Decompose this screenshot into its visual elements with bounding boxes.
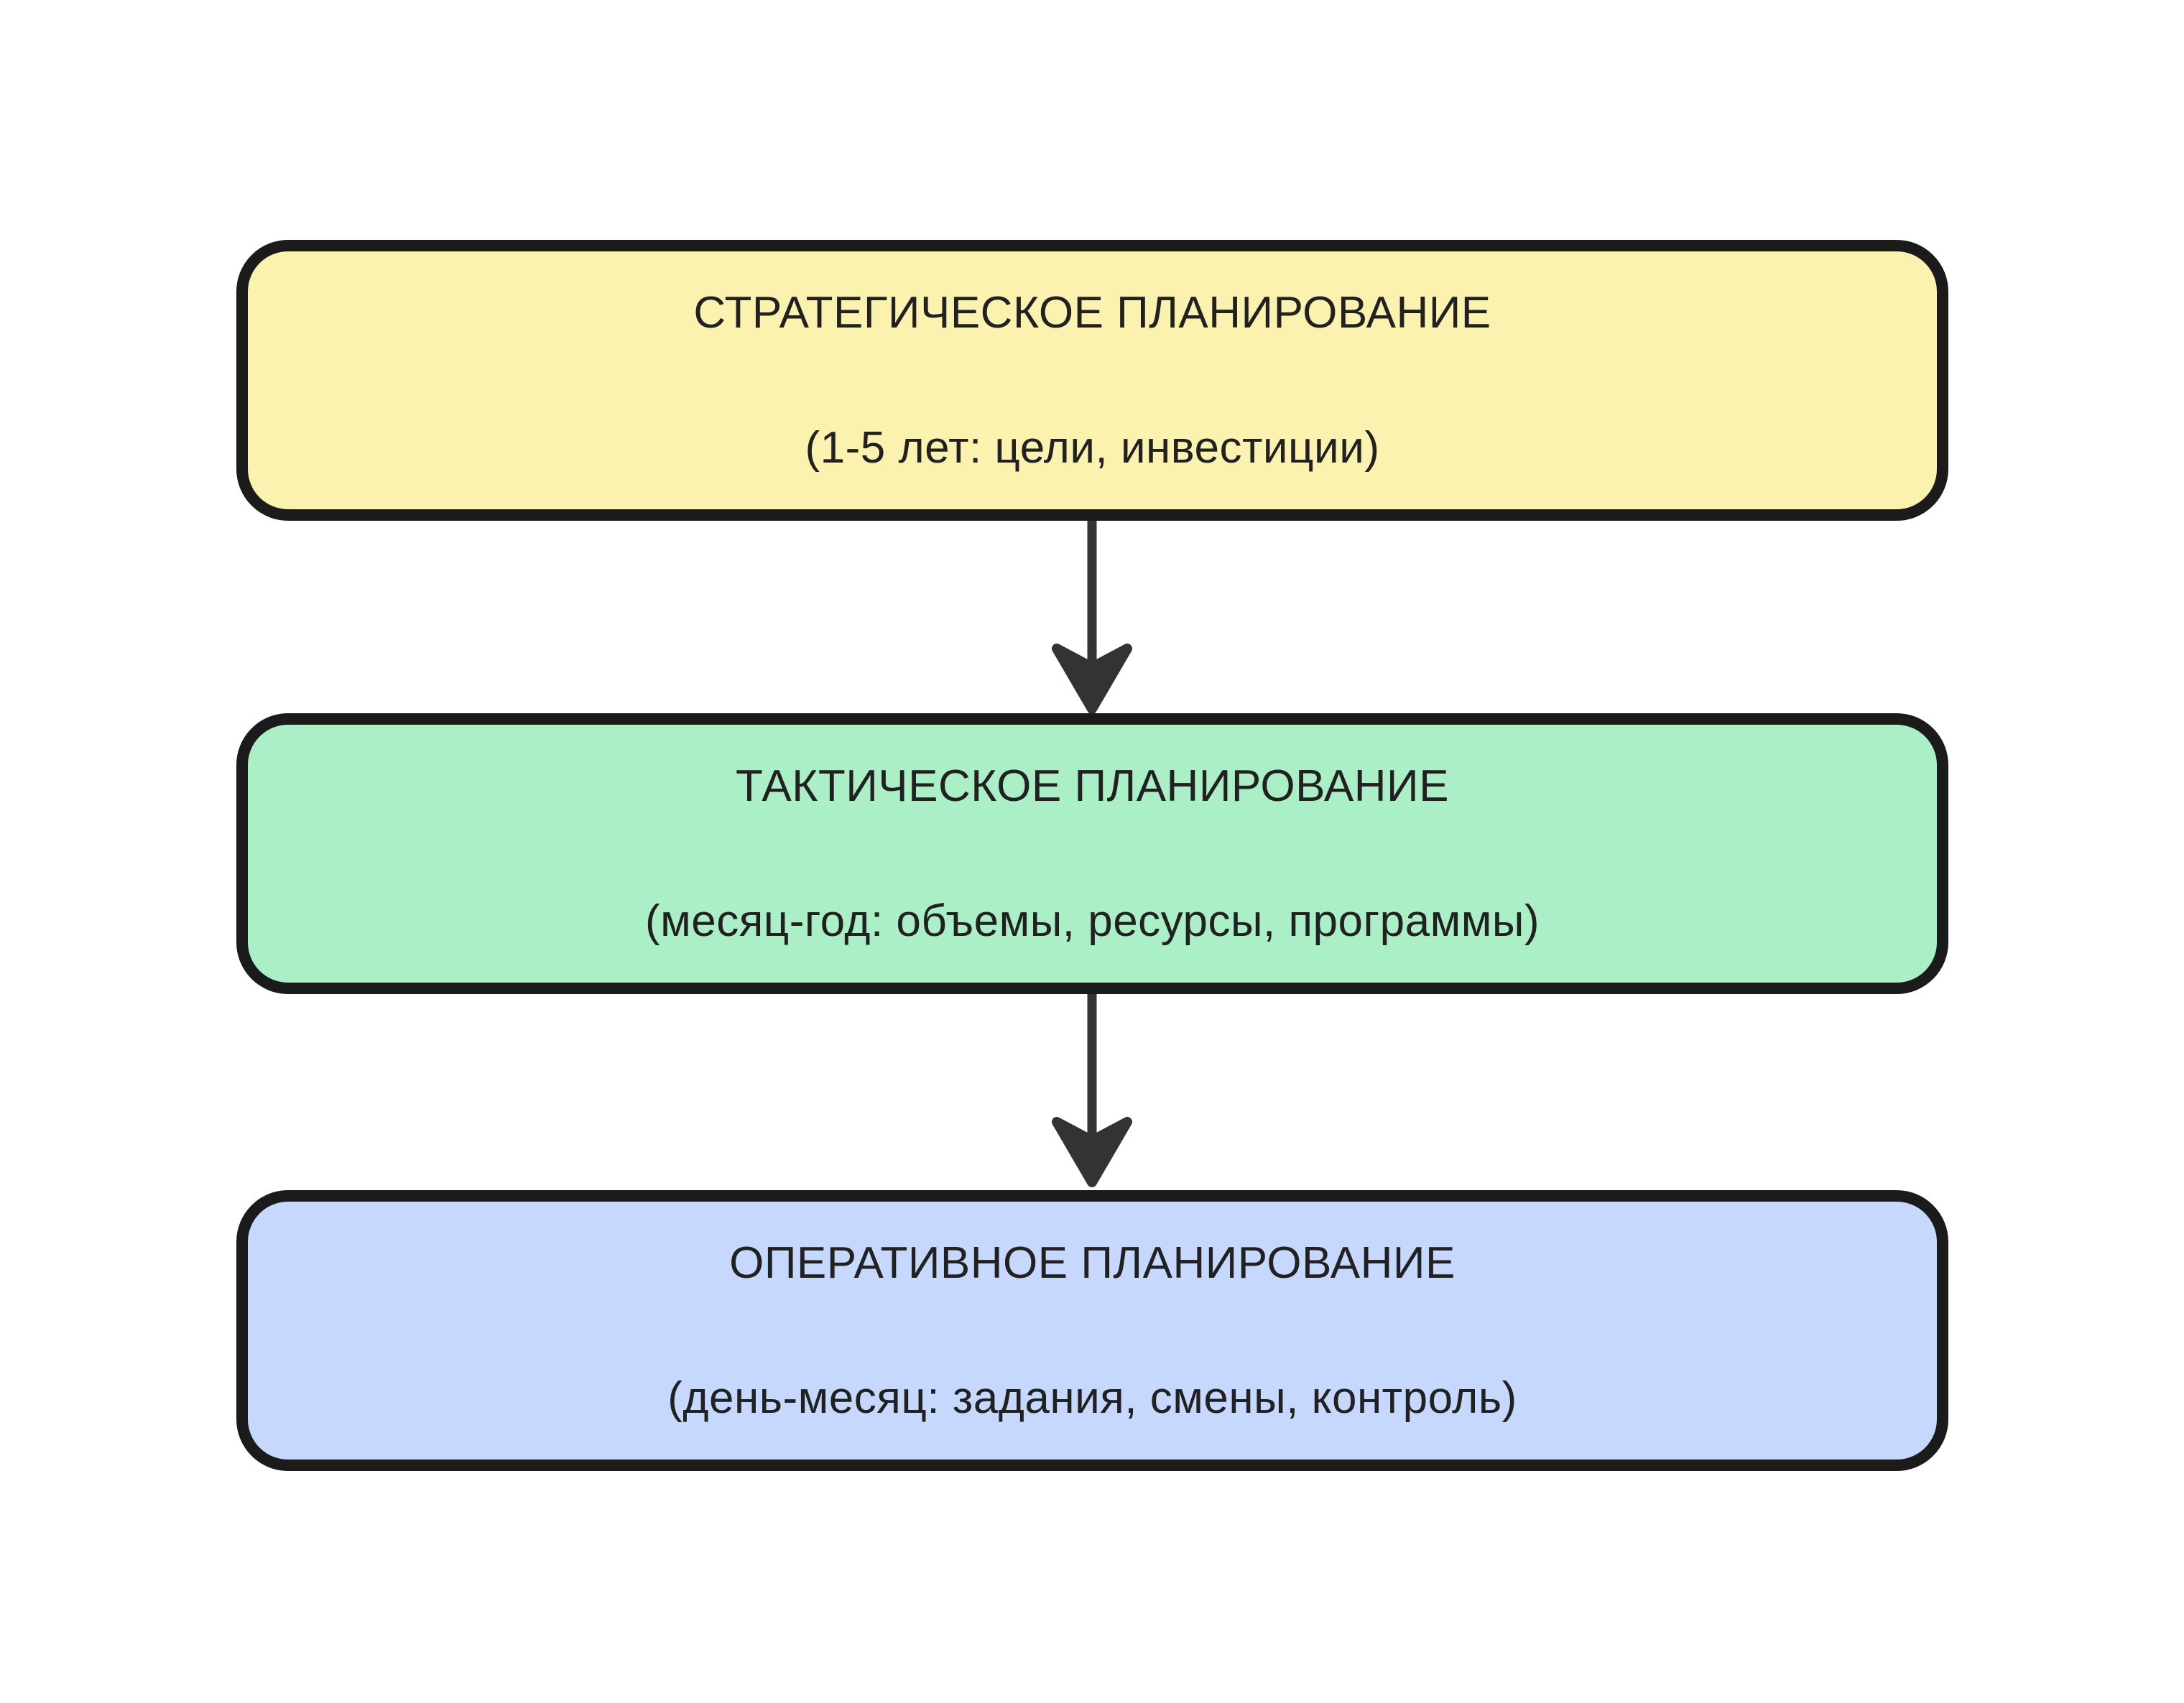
node-tactical-subtitle: (месяц-год: объемы, ресурсы, программы) [644,896,1540,946]
arrow-down-icon [1052,994,1132,1187]
node-operational-planning: ОПЕРАТИВНОЕ ПЛАНИРОВАНИЕ (день-месяц: за… [236,1190,1948,1471]
node-strategic-subtitle: (1-5 лет: цели, инвестиции) [805,422,1380,473]
node-operational-title: ОПЕРАТИВНОЕ ПЛАНИРОВАНИЕ [729,1238,1456,1288]
arrow-down-icon [1052,521,1132,714]
node-tactical-title: ТАКТИЧЕСКОЕ ПЛАНИРОВАНИЕ [736,761,1449,811]
node-tactical-planning: ТАКТИЧЕСКОЕ ПЛАНИРОВАНИЕ (месяц-год: объ… [236,713,1948,994]
node-strategic-title: СТРАТЕГИЧЕСКОЕ ПЛАНИРОВАНИЕ [693,287,1491,338]
node-strategic-planning: СТРАТЕГИЧЕСКОЕ ПЛАНИРОВАНИЕ (1-5 лет: це… [236,240,1948,521]
node-operational-subtitle: (день-месяц: задания, смены, контроль) [667,1373,1517,1423]
